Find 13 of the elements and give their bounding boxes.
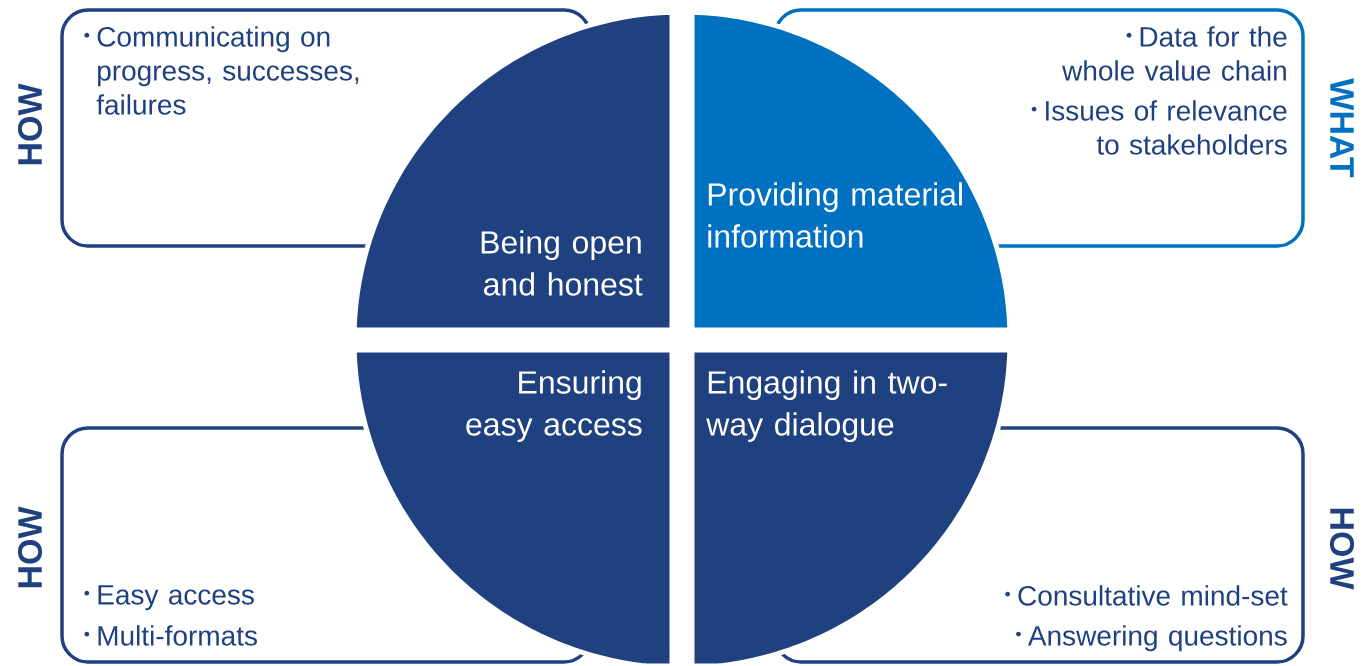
side-label: HOW (17, 506, 43, 588)
side-label: WHAT (1330, 78, 1354, 178)
quadrant: Ensuring easy access (351, 347, 675, 666)
side-label: HOW (17, 83, 43, 165)
bullet-item: Issues of relevance to stakeholders (1031, 100, 1287, 155)
quadrant: Providing material information (689, 9, 1013, 333)
quadrant: Engaging in two-way dialogue (689, 347, 1013, 666)
bullet-item: Communicating on progress, successes, failures (84, 26, 359, 115)
bullet-item: Multi-formats (84, 625, 257, 646)
bullet-item: Easy access (84, 585, 254, 611)
bullet-item: Answering questions (1016, 625, 1287, 652)
bullet-item: Data for the whole value chain (1062, 26, 1287, 81)
side-label: HOW (1329, 508, 1355, 590)
